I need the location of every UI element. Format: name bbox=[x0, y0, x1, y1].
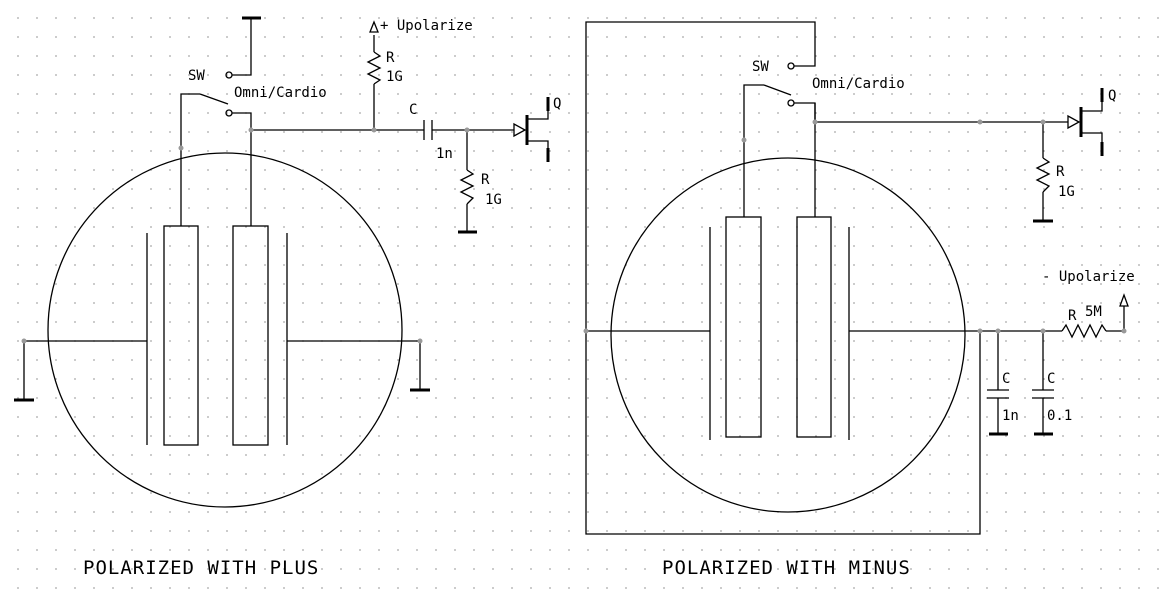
right-diaphragm-1 bbox=[725, 216, 762, 438]
right-cap2-value: 0.1 bbox=[1047, 408, 1072, 424]
left-coupling-cap-name: C bbox=[409, 102, 417, 118]
left-capsule-circle bbox=[47, 152, 403, 508]
left-switch-label: SW bbox=[188, 68, 205, 84]
right-diaphragm1-lead bbox=[743, 84, 764, 217]
right-gate-resistor-name: R bbox=[1056, 164, 1065, 180]
left-diaphragm1-lead bbox=[180, 93, 200, 226]
left-jfet-source bbox=[527, 140, 549, 162]
right-circuit: SW Omni/Cardio - Upolarize R 1G Q R 5M C… bbox=[583, 21, 1135, 579]
right-series-resistor bbox=[1061, 323, 1107, 339]
left-backplate-ground-wire-right bbox=[287, 340, 421, 390]
left-switch-to-ground-wire bbox=[232, 18, 252, 76]
left-transistor-label: Q bbox=[553, 96, 561, 112]
right-cap2-name: C bbox=[1047, 371, 1055, 387]
left-gate-resistor bbox=[459, 169, 475, 205]
left-circuit: SW Omni/Cardio + Upolarize R 1G C 1n R 1… bbox=[14, 16, 561, 579]
right-switch-contact-2[interactable] bbox=[787, 99, 795, 107]
right-supply-label: - Upolarize bbox=[1042, 269, 1135, 285]
left-bias-resistor-value: 1G bbox=[386, 69, 403, 85]
right-switch-label: SW bbox=[752, 59, 769, 75]
left-diaphragm-1 bbox=[163, 225, 199, 446]
right-cap1-value: 1n bbox=[1002, 408, 1019, 424]
right-outer-loop-wire bbox=[585, 21, 816, 332]
left-gate-resistor-value: 1G bbox=[485, 192, 502, 208]
right-supply-arrow bbox=[1119, 293, 1129, 307]
left-supply-label: + Upolarize bbox=[380, 18, 473, 34]
left-gate-resistor-name: R bbox=[481, 172, 490, 188]
right-series-resistor-value: 5M bbox=[1085, 304, 1102, 320]
left-bias-resistor-name: R bbox=[386, 50, 395, 66]
right-switch-mode-label: Omni/Cardio bbox=[812, 76, 905, 92]
right-series-resistor-name: R bbox=[1068, 308, 1077, 324]
left-diaphragm2-lead bbox=[250, 129, 374, 226]
right-switch-contact-1[interactable] bbox=[787, 62, 795, 70]
right-capsule-circle bbox=[610, 157, 966, 513]
left-jfet-drain bbox=[527, 97, 549, 120]
left-jfet-gate-arrow bbox=[513, 122, 527, 138]
left-supply-arrow bbox=[369, 20, 379, 33]
right-switch-output-wire bbox=[794, 102, 1068, 123]
left-coupling-cap-value: 1n bbox=[436, 146, 453, 162]
right-bottom-loop-wire bbox=[585, 331, 981, 535]
right-gate-resistor bbox=[1035, 157, 1051, 193]
left-diaphragm-2 bbox=[232, 225, 269, 446]
left-switch-mode-label: Omni/Cardio bbox=[234, 85, 327, 101]
right-gate-resistor-value: 1G bbox=[1058, 184, 1075, 200]
left-caption: POLARIZED WITH PLUS bbox=[83, 557, 319, 579]
right-caption: POLARIZED WITH MINUS bbox=[662, 557, 911, 579]
right-cap1-name: C bbox=[1002, 371, 1010, 387]
left-switch-output-wire bbox=[232, 112, 252, 130]
right-jfet-source bbox=[1081, 132, 1103, 156]
left-switch-blade bbox=[199, 93, 229, 105]
right-supply-wire bbox=[1106, 306, 1125, 332]
right-diaphragm-2 bbox=[796, 216, 832, 438]
right-jfet-drain bbox=[1081, 88, 1103, 112]
right-switch-blade bbox=[763, 84, 792, 96]
left-backplate-ground-wire-left bbox=[23, 340, 147, 400]
right-jfet-gate-arrow bbox=[1067, 114, 1081, 130]
left-bias-resistor bbox=[366, 51, 382, 85]
right-transistor-label: Q bbox=[1108, 88, 1116, 104]
background-grid bbox=[17, 17, 1159, 589]
